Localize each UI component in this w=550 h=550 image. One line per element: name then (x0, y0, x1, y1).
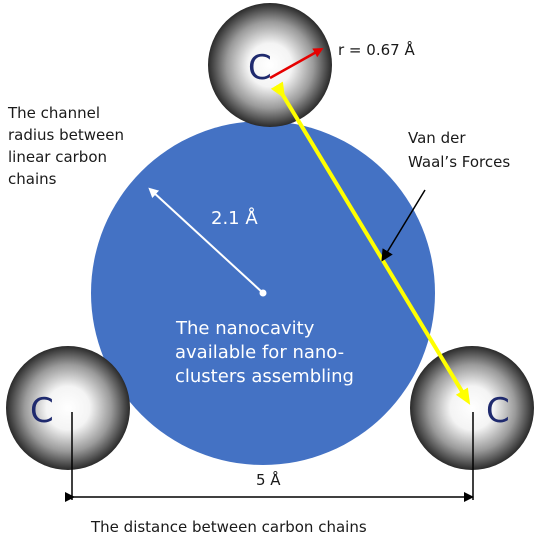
cavity-text-line1: The nanocavity (175, 318, 315, 339)
channel-radius-line3: linear carbon (8, 148, 107, 166)
van-der-waals-line2: Waal’s Forces (408, 153, 510, 171)
atom-radius-arrow (269, 48, 324, 80)
cavity-radius-arrow (148, 187, 264, 294)
cavity-text-line2: available for nano- (175, 342, 344, 363)
atom-top-letter: C (248, 48, 272, 88)
channel-radius-line1: The channel (7, 104, 100, 122)
van-der-waals-arrow (270, 81, 471, 405)
cavity-center-dot (259, 289, 267, 297)
atom-radius-label: r = 0.67 Å (338, 40, 415, 59)
van-der-waals-pointer (381, 189, 426, 262)
chain-distance-value: 5 Å (256, 470, 281, 489)
carbon-atom-right (410, 346, 534, 470)
van-der-waals-line1: Van der (408, 129, 466, 147)
carbon-atom-left (6, 346, 130, 470)
cavity-radius-label: 2.1 Å (211, 207, 258, 229)
cavity-text-line3: clusters assembling (175, 366, 354, 387)
atom-left-letter: C (30, 391, 54, 431)
channel-radius-line4: chains (8, 170, 57, 188)
atom-right-letter: C (486, 391, 510, 431)
chain-distance-caption: The distance between carbon chains (90, 518, 367, 536)
channel-radius-line2: radius between (8, 126, 124, 144)
